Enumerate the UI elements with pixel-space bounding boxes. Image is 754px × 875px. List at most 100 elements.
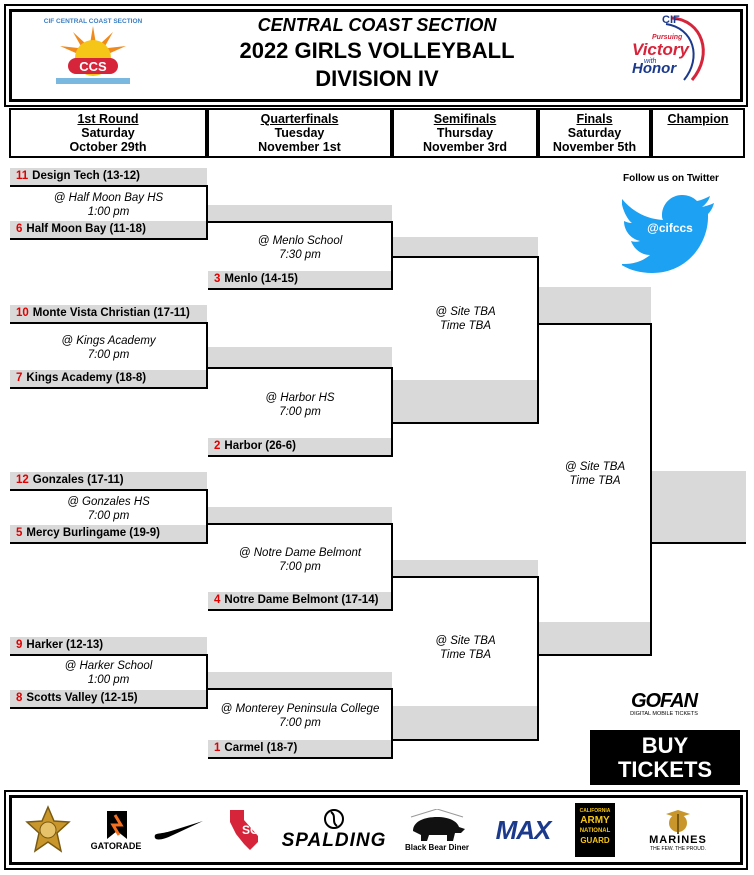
game-venue: @ Kings Academy (61, 335, 156, 347)
bracket-line (650, 323, 652, 656)
winner-slot (393, 380, 538, 422)
winner-slot (208, 205, 392, 221)
game-venue: @ Site TBA (435, 635, 496, 647)
seed-number: 11 (16, 170, 29, 182)
round-name: Quarterfinals (260, 112, 339, 126)
round-date: November 5th (552, 140, 637, 154)
bracket-line (208, 367, 393, 369)
seed-number: 7 (16, 372, 23, 384)
bracket-line (10, 238, 208, 240)
army-line4: GUARD (580, 836, 610, 845)
game-info: @ Kings Academy 7:00 pm (10, 334, 207, 362)
marines-logo: MARINES THE FEW. THE PROUD. (630, 800, 726, 860)
game-info: @ Menlo School 7:30 pm (208, 234, 392, 262)
california-state-icon: SC (230, 810, 259, 850)
gatorade-bolt-icon (107, 811, 127, 839)
army-line3: NATIONAL (579, 828, 611, 834)
game-venue: @ Site TBA (435, 306, 496, 318)
bracket-line (10, 489, 208, 491)
ccs-logo: CCS CIF CENTRAL COAST SECTION (38, 18, 148, 88)
twitter-follow-text: Follow us on Twitter (623, 173, 719, 184)
round-header-finals: Finals Saturday November 5th (538, 108, 651, 158)
sheriff-badge-logo (18, 800, 78, 860)
game-venue: @ Menlo School (257, 235, 343, 247)
bracket-line (10, 387, 208, 389)
game-time: Time TBA (569, 475, 621, 487)
seed-number: 12 (16, 474, 29, 486)
gatorade-logo: GATORADE (86, 800, 146, 860)
game-time: 7:00 pm (87, 349, 130, 361)
bracket-line (393, 422, 539, 424)
team-name: Harbor (26-6) (224, 440, 296, 452)
twitter-bird-icon[interactable]: @cifccs (620, 193, 718, 273)
team-name: Kings Academy (18-8) (26, 372, 147, 384)
winner-slot (208, 507, 392, 523)
round-name: Finals (576, 112, 613, 126)
event-title: 2022 GIRLS VOLLEYBALL (239, 38, 515, 63)
bracket-line (391, 688, 393, 759)
spalding-logo: SPALDING (282, 800, 386, 860)
black-bear-diner-text: Black Bear Diner (404, 842, 470, 852)
winner-slot (208, 672, 392, 688)
seed-number: 6 (16, 223, 23, 235)
winner-slot (208, 347, 392, 367)
bracket-line (208, 221, 393, 223)
bracket-line (537, 256, 539, 424)
game-venue: @ Monterey Peninsula College (220, 703, 380, 715)
sponsor-bar-inner (9, 795, 743, 865)
cif-logo-top: CIF (662, 14, 680, 26)
round-header-quarterfinals: Quarterfinals Tuesday November 1st (207, 108, 392, 158)
basketball-icon (324, 809, 344, 829)
bracket-line (539, 654, 652, 656)
team-name: Design Tech (13-12) (32, 170, 140, 182)
team-name: Harker (12-13) (26, 639, 104, 651)
army-line2: ARMY (580, 815, 610, 826)
round-name: Champion (667, 112, 729, 126)
game-time: Time TBA (439, 320, 491, 332)
bracket-line (10, 542, 208, 544)
round-header-first: 1st Round Saturday October 29th (9, 108, 207, 158)
round-day: Saturday (567, 126, 622, 140)
bracket-line (10, 185, 208, 187)
buy-tickets-button[interactable]: BUY TICKETS (590, 730, 740, 785)
cif-logo-victory: Victory (632, 40, 690, 59)
game-time: 7:00 pm (87, 510, 130, 522)
game-time: 7:30 pm (279, 249, 321, 261)
game-info: @ Site TBA Time TBA (393, 305, 538, 333)
bracket-line (393, 576, 539, 578)
bracket-line (208, 288, 393, 290)
game-venue: @ Harker School (64, 660, 153, 672)
seed-number: 8 (16, 692, 23, 704)
marines-subtext: THE FEW. THE PROUD. (650, 846, 706, 852)
tickets-label: TICKETS (617, 757, 713, 782)
twitter-handle: @cifccs (647, 221, 693, 235)
cif-victory-honor-logo: CIF Pursuing Victory with Honor (622, 14, 712, 92)
bear-icon (410, 808, 465, 841)
team-name: Carmel (18-7) (224, 742, 298, 754)
cif-logo-pursuing: Pursuing (652, 34, 683, 41)
marines-text: MARINES (649, 834, 707, 846)
nike-logo (150, 800, 208, 860)
bracket-line (208, 455, 393, 457)
winner-slot (393, 237, 538, 256)
team-name: Half Moon Bay (11-18) (26, 223, 146, 235)
team-name: Gonzales (17-11) (32, 474, 124, 486)
champion-slot (652, 471, 746, 542)
bracket-line (208, 523, 393, 525)
game-venue: @ Half Moon Bay HS (53, 192, 164, 204)
bracket-line (391, 221, 393, 290)
gatorade-text: GATORADE (90, 841, 142, 851)
bracket-line (206, 654, 208, 709)
game-time: 7:00 pm (279, 717, 321, 729)
bracket-line (10, 654, 208, 656)
